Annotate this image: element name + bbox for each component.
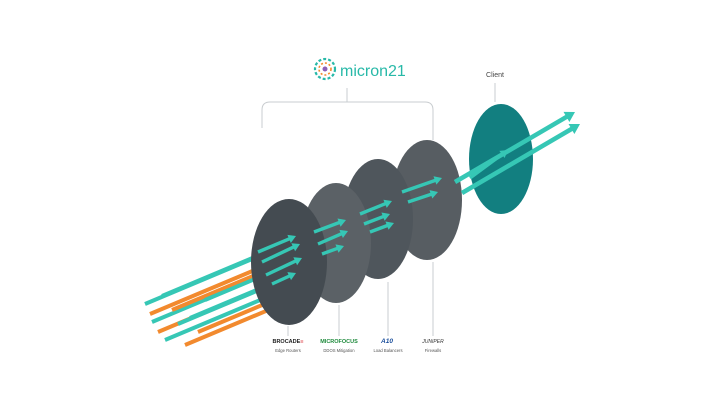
a10-logo-icon: A10 — [380, 338, 393, 345]
attack-traffic-arrow — [171, 264, 276, 312]
layer-caption: Edge Routers — [275, 348, 301, 353]
clean-traffic-arrow — [369, 221, 394, 234]
brand-name: micron21 — [340, 63, 406, 80]
brand-bracket — [261, 88, 434, 140]
clean-traffic-arrow — [359, 199, 392, 216]
brocade-logo-icon: BROCADE≡ — [272, 339, 303, 345]
layer-caption: Firewalls — [425, 348, 442, 353]
clean-traffic-arrow — [468, 150, 508, 180]
clean-traffic-arrow — [271, 272, 296, 286]
layer-label-edge-routers: BROCADE≡ Edge Routers — [272, 339, 303, 353]
clean-traffic-arrow — [321, 244, 344, 256]
attack-traffic-arrow — [149, 259, 276, 316]
clean-traffic-arrow — [164, 295, 268, 342]
clean-traffic-arrow — [261, 243, 300, 264]
layer-disc-edge-routers — [251, 199, 327, 325]
clean-traffic-arrow — [401, 176, 442, 194]
clean-traffic-arrow — [407, 190, 438, 204]
clean-traffic-arrow — [363, 212, 390, 226]
clean-traffic-arrow — [161, 250, 268, 298]
clean-traffic-arrow — [265, 257, 302, 277]
clean-traffic-arrow — [313, 218, 346, 234]
clean-traffic-arrow — [317, 229, 348, 246]
layer-label-firewalls: JUNIPER Firewalls — [421, 339, 444, 353]
micron21-logo-icon — [313, 57, 337, 81]
layer-caption: Load Balancers — [373, 348, 402, 353]
juniper-logo-icon: JUNIPER — [421, 339, 444, 345]
clean-traffic-arrow — [460, 123, 580, 195]
layer-label-ddos-mitigation: MICROFOCUS DDOS Mitigation — [320, 339, 358, 353]
clean-traffic-arrow — [189, 280, 276, 320]
client-disc — [469, 104, 533, 214]
filtered-traffic — [257, 176, 442, 286]
layer-label-load-balancers: A10 Load Balancers — [373, 338, 402, 353]
clean-traffic-arrow — [257, 234, 296, 254]
microfocus-logo-icon: MICROFOCUS — [320, 339, 358, 345]
layer-caption: DDOS Mitigation — [323, 348, 355, 353]
outgoing-traffic — [453, 111, 580, 195]
micron21-logo: micron21 — [313, 57, 406, 81]
caption-connectors — [287, 262, 434, 336]
client-label: Client — [486, 72, 504, 79]
